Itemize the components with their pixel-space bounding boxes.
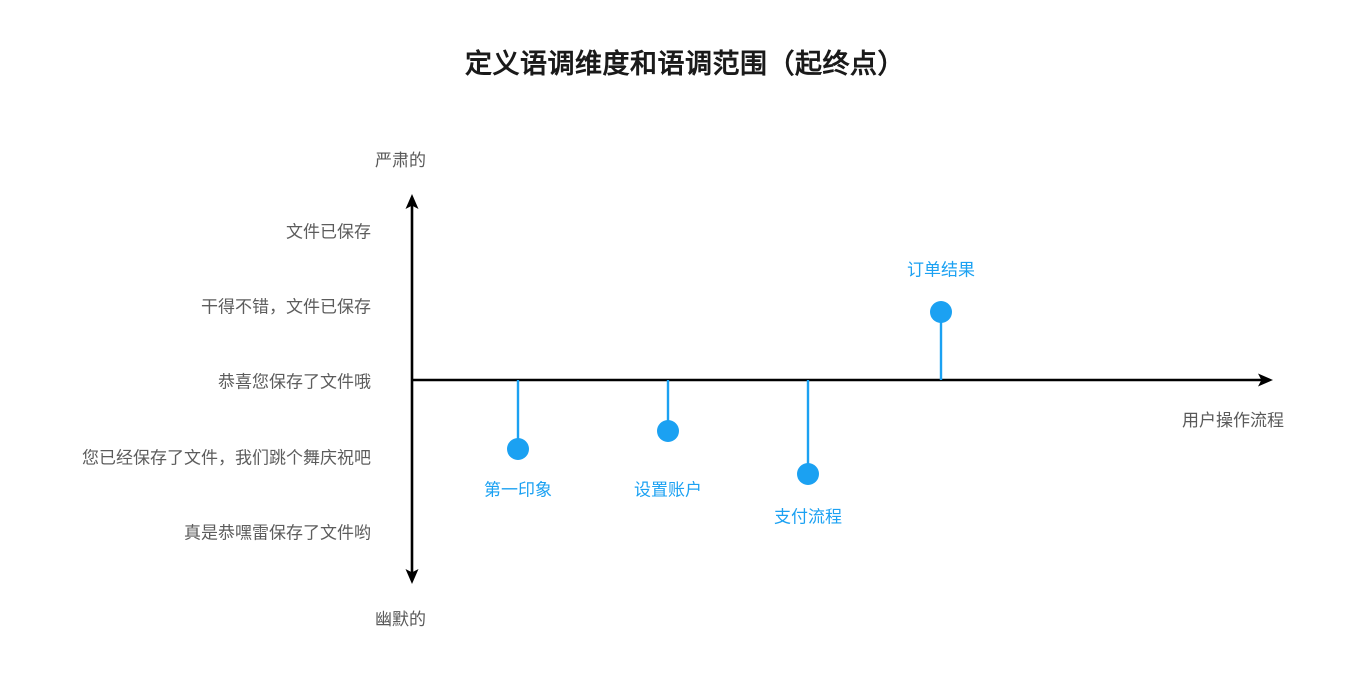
- y-axis: [405, 194, 419, 584]
- tone-scale-label: 恭喜您保存了文件哦: [218, 372, 371, 392]
- tone-scale-label: 真是恭嘿雷保存了文件哟: [184, 523, 371, 543]
- stage-label-payment-flow: 支付流程: [774, 507, 842, 527]
- stage-label-first-impression: 第一印象: [484, 480, 552, 500]
- y-axis-top-pole-label: 严肃的: [375, 151, 426, 170]
- tone-scale-label: 您已经保存了文件，我们跳个舞庆祝吧: [82, 448, 371, 468]
- stage-stems: [516, 312, 943, 474]
- x-axis-label: 用户操作流程: [1182, 411, 1284, 430]
- stage-label-setup-account: 设置账户: [634, 480, 702, 500]
- stage-dot-first-impression[interactable]: [507, 438, 529, 460]
- stage-dot-setup-account[interactable]: [657, 420, 679, 442]
- x-axis: [412, 373, 1273, 387]
- page-title: 定义语调维度和语调范围（起终点）: [465, 49, 905, 79]
- stage-dot-payment-flow[interactable]: [797, 463, 819, 485]
- tone-scale-label: 干得不错，文件已保存: [201, 297, 371, 317]
- tone-scale-label: 文件已保存: [286, 222, 371, 242]
- y-axis-bottom-pole-label: 幽默的: [375, 610, 426, 629]
- stage-label-order-result: 订单结果: [907, 260, 975, 280]
- stage-dot-order-result[interactable]: [930, 301, 952, 323]
